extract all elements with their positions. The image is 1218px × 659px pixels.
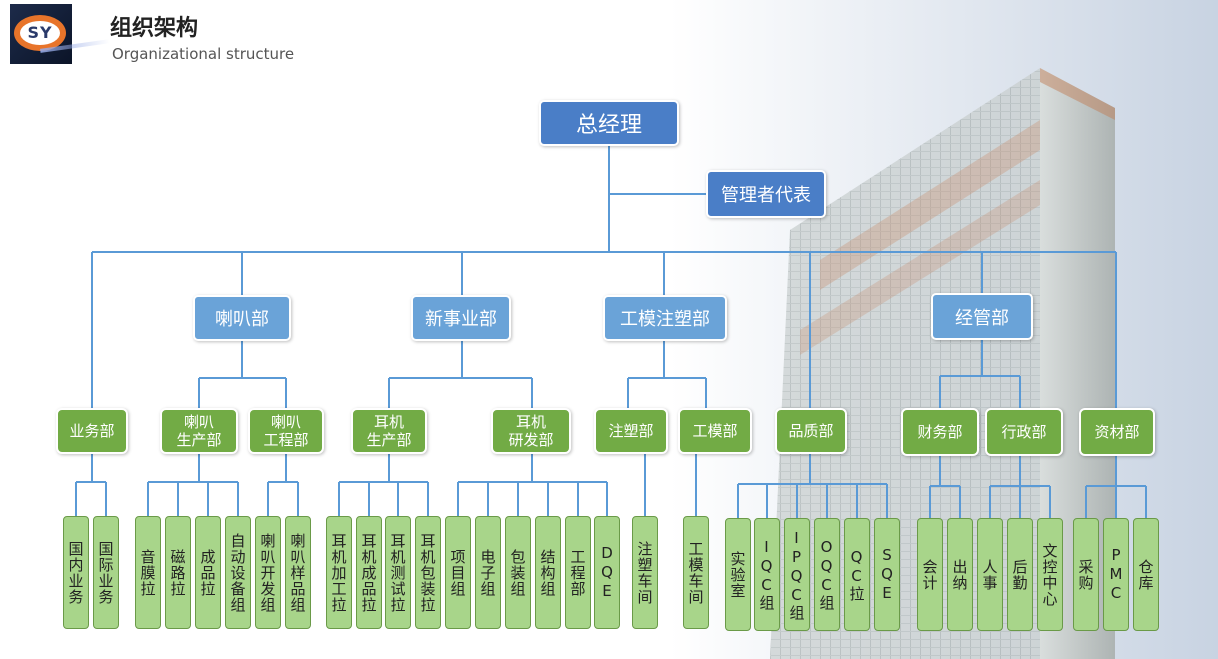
leaf-packaging-group: 包装组 — [505, 516, 531, 629]
leaf-engineering-dept: 工程部 — [565, 516, 591, 629]
leaf-logistics: 后勤 — [1007, 518, 1033, 631]
leaf-diaphragm-line: 音膜拉 — [135, 516, 161, 629]
leaf-earphone-finished-line: 耳机成品拉 — [356, 516, 382, 629]
sub-materials: 资材部 — [1079, 408, 1155, 456]
leaf-laboratory: 实验室 — [725, 518, 751, 631]
leaf-document-control: 文控中心 — [1037, 518, 1063, 631]
sub-injection: 注塑部 — [594, 408, 668, 454]
leaf-qc-line: QC拉 — [844, 518, 870, 631]
leaf-earphone-test-line: 耳机测试拉 — [385, 516, 411, 629]
sub-quality: 品质部 — [775, 408, 847, 454]
leaf-injection-workshop: 注塑车间 — [632, 516, 658, 629]
leaf-hr: 人事 — [977, 518, 1003, 631]
sub-speaker-production: 喇叭 生产部 — [160, 408, 238, 454]
leaf-iqc-group: IQC组 — [754, 518, 780, 631]
leaf-finished-line: 成品拉 — [195, 516, 221, 629]
leaf-electronics-group: 电子组 — [475, 516, 501, 629]
management-rep-box: 管理者代表 — [706, 170, 826, 218]
leaf-domestic-business: 国内业务 — [63, 516, 89, 629]
sub-business: 业务部 — [56, 408, 128, 454]
company-logo: SY — [10, 4, 72, 64]
leaf-sqe: SQE — [874, 518, 900, 631]
ceo-box: 总经理 — [539, 100, 679, 146]
leaf-project-group: 项目组 — [445, 516, 471, 629]
leaf-speaker-sample-group: 喇叭样品组 — [285, 516, 311, 629]
logo-text: SY — [27, 23, 53, 42]
leaf-cashier: 出纳 — [947, 518, 973, 631]
leaf-accounting: 会计 — [917, 518, 943, 631]
leaf-automation-group: 自动设备组 — [225, 516, 251, 629]
sub-speaker-engineering: 喇叭 工程部 — [248, 408, 324, 454]
leaf-tooling-workshop: 工模车间 — [683, 516, 709, 629]
sub-earphone-production: 耳机 生产部 — [351, 408, 427, 454]
leaf-dqe: DQE — [594, 516, 620, 629]
leaf-earphone-processing-line: 耳机加工拉 — [326, 516, 352, 629]
sub-tooling: 工模部 — [678, 408, 752, 454]
page-subtitle: Organizational structure — [112, 45, 295, 63]
leaf-purchasing: 采购 — [1073, 518, 1099, 631]
sub-earphone-rd: 耳机 研发部 — [491, 408, 571, 454]
sub-finance: 财务部 — [901, 408, 979, 456]
leaf-magnetic-line: 磁路拉 — [165, 516, 191, 629]
leaf-ipqc-group: IPQC组 — [784, 518, 810, 631]
sub-admin: 行政部 — [985, 408, 1063, 456]
dept-management: 经管部 — [931, 293, 1033, 340]
leaf-international-business: 国际业务 — [93, 516, 119, 629]
leaf-pmc: PMC — [1103, 518, 1129, 631]
page-title: 组织架构 — [110, 16, 199, 41]
dept-new-business: 新事业部 — [411, 295, 511, 341]
leaf-oqc-group: OQC组 — [814, 518, 840, 631]
leaf-warehouse: 仓库 — [1133, 518, 1159, 631]
dept-speaker: 喇叭部 — [193, 295, 291, 341]
leaf-earphone-packing-line: 耳机包装拉 — [415, 516, 441, 629]
leaf-structure-group: 结构组 — [535, 516, 561, 629]
leaf-speaker-dev-group: 喇叭开发组 — [255, 516, 281, 629]
dept-mold-injection: 工模注塑部 — [603, 295, 727, 341]
